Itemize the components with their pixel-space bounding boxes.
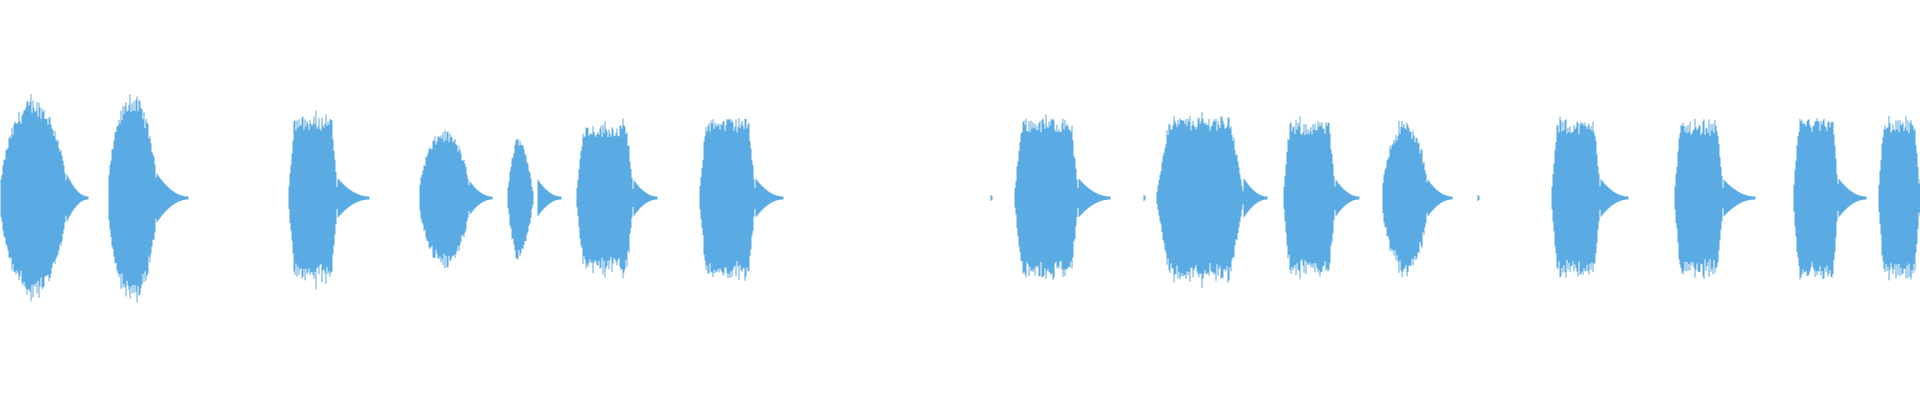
waveform-burst-14 <box>1793 118 1867 280</box>
waveform-burst-11 <box>1382 120 1453 278</box>
waveform-burst-6 <box>576 118 658 279</box>
waveform-trace <box>0 94 1920 303</box>
waveform-burst-13 <box>1674 118 1756 279</box>
waveform-burst-3 <box>288 110 370 290</box>
waveform-blip-1 <box>990 195 993 201</box>
waveform-blip-3 <box>1477 195 1480 201</box>
waveform-burst-8 <box>1014 114 1111 280</box>
waveform-blip-2 <box>1143 195 1146 201</box>
waveform-burst-2 <box>108 94 189 303</box>
waveform-burst-12 <box>1551 116 1629 278</box>
waveform-burst-9 <box>1156 112 1268 288</box>
waveform-burst-5 <box>507 138 562 260</box>
waveform-burst-7 <box>699 118 784 281</box>
waveform-burst-15 <box>1878 115 1920 281</box>
waveform-burst-10 <box>1283 116 1360 280</box>
waveform-burst-4 <box>419 130 493 268</box>
waveform-burst-1 <box>0 94 89 302</box>
